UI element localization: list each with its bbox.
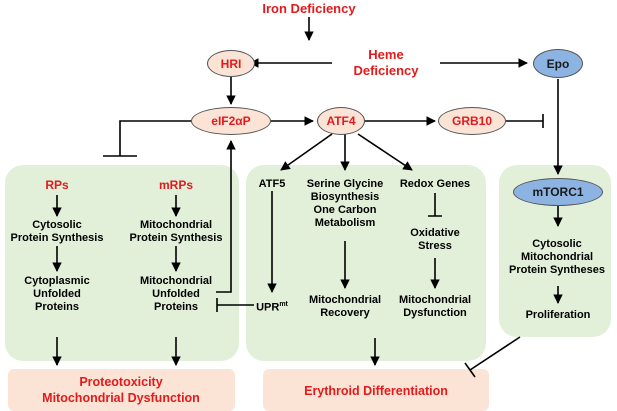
heme-deficiency-label: Heme Deficiency: [353, 47, 419, 78]
inhibit-eif2ap-translation: [103, 120, 192, 157]
proteotoxicity-label: Proteotoxicity Mitochondrial Dysfunction: [42, 375, 200, 405]
inhibit-upr-mito-unfolded: [216, 298, 254, 312]
atf5-label: ATF5: [252, 178, 292, 191]
mitochondrial-unfolded-proteins: Mitochondrial Unfolded Proteins: [139, 275, 213, 313]
oxidative-stress-label: Oxidative Stress: [410, 227, 460, 252]
grb10-node: GRB10: [438, 107, 506, 135]
cytosolic-mitochondrial-synthesis: Cytosolic Mitochondrial Protein Synthese…: [509, 238, 605, 276]
atf4-targets-panel: [246, 165, 486, 361]
mitochondrial-protein-synthesis: Mitochondrial Protein Synthesis: [129, 219, 223, 244]
arrow-mito-unfolded-to-eif2ap: [216, 140, 236, 293]
iron-deficiency-label: Iron Deficiency: [262, 1, 356, 16]
upr-text: UPR: [256, 301, 280, 314]
inhibit-grb10-mtorc1: [506, 114, 544, 128]
mitochondrial-dysfunction-label: Mitochondrial Dysfunction: [398, 294, 472, 319]
serine-glycine-label: Serine Glycine Biosynthesis One Carbon M…: [306, 178, 384, 229]
uprmt-label: UPRmt: [248, 298, 296, 315]
mitochondrial-recovery-label: Mitochondrial Recovery: [308, 294, 382, 319]
proliferation-label: Proliferation: [525, 309, 591, 321]
arrow-atf4-to-redox: [357, 133, 413, 171]
erythroid-differentiation-box: [263, 369, 489, 411]
redox-genes-label: Redox Genes: [399, 178, 471, 190]
cytoplasmic-unfolded-proteins: Cytoplasmic Unfolded Proteins: [24, 275, 90, 313]
eif2ap-node: eIF2αP: [191, 107, 271, 135]
atf4-node: ATF4: [317, 107, 365, 135]
inhibit-redox-oxidative: [428, 193, 442, 217]
inhibit-proliferation-erythroid: [464, 336, 521, 378]
erythroid-differentiation-label: Erythroid Differentiation: [304, 384, 448, 398]
translation-panel: [5, 165, 239, 361]
upr-superscript: mt: [279, 301, 288, 308]
arrow-atf4-to-atf5: [280, 133, 333, 171]
atf5-text: ATF5: [258, 178, 286, 190]
cytosolic-protein-synthesis: Cytosolic Protein Synthesis: [10, 219, 104, 244]
hri-node: HRI: [207, 50, 255, 77]
epo-node: Epo: [533, 49, 583, 78]
proteotoxicity-box: [8, 369, 235, 411]
rps-label: RPs: [45, 178, 69, 192]
mrps-label: mRPs: [158, 178, 193, 192]
mtorc1-node: mTORC1: [513, 178, 603, 206]
